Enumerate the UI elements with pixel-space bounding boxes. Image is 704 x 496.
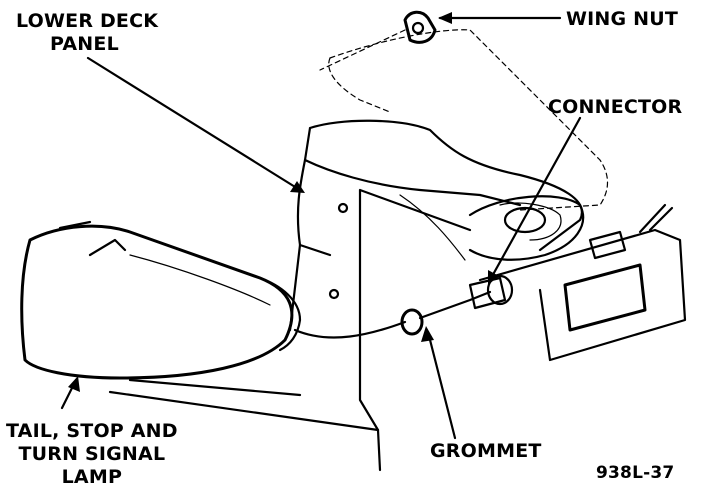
bracket-window xyxy=(563,263,647,332)
socket-inner xyxy=(499,202,562,241)
socket-bulb xyxy=(503,206,547,234)
arrow-wing-nut xyxy=(438,12,452,24)
tail-lamp-label: TAIL, STOP AND TURN SIGNAL LAMP xyxy=(6,420,178,489)
lamp-pigtail-wire xyxy=(293,320,407,339)
tail-lamp-line-3: LAMP xyxy=(61,466,123,488)
wing-nut-label: WING NUT xyxy=(566,8,679,30)
wire-to-connector xyxy=(418,290,492,320)
leader-grommet xyxy=(426,330,457,440)
connector-socket xyxy=(486,274,514,306)
bracket-tab xyxy=(588,230,627,260)
lower-deck-panel-line-2: PANEL xyxy=(50,33,119,55)
deck-panel-outline xyxy=(329,29,609,211)
deck-panel-front xyxy=(296,158,332,257)
grommet-body xyxy=(400,308,424,336)
socket-opening xyxy=(468,195,585,261)
wingnut-guide-dash xyxy=(319,29,406,71)
tail-panel-inner xyxy=(399,194,466,261)
figure-id: 938L-37 xyxy=(596,463,675,483)
leader-connector xyxy=(488,116,582,282)
tail-lamp-line-1: TAIL, STOP AND xyxy=(6,420,178,442)
deck-panel-dash-left xyxy=(328,57,391,113)
connector-label: CONNECTOR xyxy=(548,96,683,118)
arrow-tail-lamp xyxy=(68,376,80,392)
mounting-bracket xyxy=(478,228,687,362)
lamp-back xyxy=(258,276,302,352)
panel-screw-upper xyxy=(337,202,349,214)
harness-end xyxy=(638,203,674,234)
arrow-connector xyxy=(488,270,499,285)
leader-lower-deck-panel xyxy=(86,56,302,192)
panel-screw-lower xyxy=(328,288,340,300)
wing-nut xyxy=(403,10,437,44)
lower-deck-panel-label: LOWER DECK PANEL xyxy=(16,10,158,56)
lower-deck-panel-line-1: LOWER DECK xyxy=(16,10,159,32)
arrow-lower-deck-panel xyxy=(290,181,305,193)
lamp-top-edge xyxy=(58,220,127,257)
arrow-grommet xyxy=(421,326,434,342)
tail-panel-bottom xyxy=(108,378,380,432)
grommet-label: GROMMET xyxy=(430,440,542,462)
deck-panel-lip xyxy=(303,119,583,252)
lamp-lens-outline xyxy=(20,224,294,380)
lamp-inner-line xyxy=(129,254,271,306)
wing-nut-center xyxy=(411,21,425,35)
tail-lamp-line-2: TURN SIGNAL xyxy=(18,443,166,465)
